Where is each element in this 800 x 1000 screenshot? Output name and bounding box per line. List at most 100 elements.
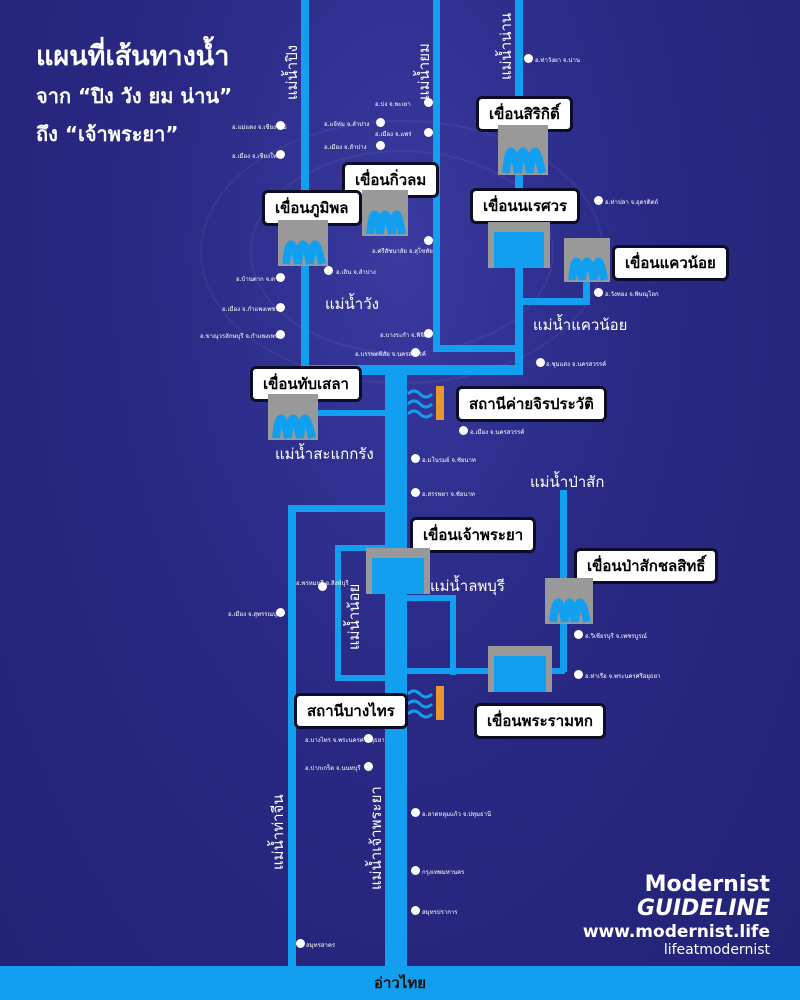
label-ping: แม่น้ำปิง <box>283 44 301 100</box>
district-label: อ.บางระกำ จ.พิจิตร <box>380 332 431 339</box>
dam-icon <box>278 220 328 266</box>
district-label: อ.ท่าเรือ จ.พระนครศรีอยุธยา <box>585 673 661 680</box>
district-dot <box>536 358 545 367</box>
district-label: อ.พรหมบุรี จ.สิงห์บุรี <box>296 580 349 587</box>
district-dot <box>411 348 420 357</box>
label-tha-chin: แม่น้ำท่าจีน <box>269 794 287 870</box>
station-khai-chira: สถานีค่ายจิรประวัติ <box>456 386 607 422</box>
label-sakae-krang: แม่น้ำสะแกกรัง <box>275 445 374 463</box>
brand-sub: GUIDELINE <box>636 896 770 921</box>
district-label: อ.เมือง จ.เชียงใหม่ <box>232 153 281 160</box>
gate-dam-icon <box>366 548 430 594</box>
dam-icon <box>268 394 318 440</box>
district-dot <box>376 141 385 150</box>
district-label: อ.มโนรมย์ จ.ชัยนาท <box>422 457 476 464</box>
district-dot <box>364 762 373 771</box>
district-dot <box>276 303 285 312</box>
district-dot <box>524 54 533 63</box>
district-label: อ.ปากเกร็ด จ.นนทบุรี <box>305 765 361 772</box>
label-yom: แม่น้ำยม <box>415 43 433 100</box>
district-dot <box>364 734 373 743</box>
station-icon <box>408 686 444 720</box>
district-label: อ.ปง จ.พะเยา <box>375 101 411 108</box>
district-label: อ.สรรพยา จ.ชัยนาท <box>422 491 475 498</box>
river-lop-buri-top <box>405 595 455 601</box>
district-label: อ.ศรีสัชนาลัย จ.สุโขทัย <box>372 248 433 255</box>
district-label: อ.บ้านตาก จ.ตาก <box>236 276 282 283</box>
district-label: สมุทรปราการ <box>422 909 458 916</box>
district-dot <box>411 488 420 497</box>
district-label: อ.ขาณุวรลักษบุรี จ.กำแพงเพชร <box>200 333 282 340</box>
district-label: สมุทรสาคร <box>306 942 336 949</box>
district-label: อ.ลาดหลุมแก้ว จ.ปทุมธานี <box>422 811 492 818</box>
dam-icon <box>564 238 610 282</box>
river-sakae-krang <box>298 410 388 416</box>
dam-chao-phraya: เขื่อนเจ้าพระยา <box>410 517 537 553</box>
district-dot <box>424 128 433 137</box>
district-label: อ.บรรพตพิสัย จ.นครสวรรค์ <box>355 351 426 358</box>
district-dot <box>318 582 327 591</box>
gate-dam-icon <box>488 646 552 692</box>
district-label: อ.แม่แตง จ.เชียงใหม่ <box>232 124 287 131</box>
district-label: อ.บางไทร จ.พระนครศรีอยุธยา <box>305 737 385 744</box>
river-noi-top <box>335 545 385 551</box>
district-label: อ.วิเชียรบุรี จ.เพชรบูรณ์ <box>585 633 648 640</box>
district-label: อ.แจ้ห่ม จ.ลำปาง <box>324 121 370 128</box>
map-subtitle-2: ถึง “เจ้าพระยา” <box>36 122 179 146</box>
river-noi-bottom <box>335 675 387 681</box>
station-bang-sai: สถานีบางไทร <box>294 693 408 729</box>
district-dot <box>594 196 603 205</box>
district-dot <box>276 150 285 159</box>
district-dot <box>574 670 583 679</box>
district-label: อ.เมือง จ.กำแพงเพชร <box>222 306 279 313</box>
gate-dam-icon <box>488 222 550 268</box>
map-subtitle-1: จาก “ปิง วัง ยม น่าน” <box>36 84 233 108</box>
station-icon <box>408 386 444 420</box>
district-label: อ.เมือง จ.นครสวรรค์ <box>470 429 525 436</box>
district-label: อ.ท่าปลา จ.อุตรดิตถ์ <box>605 199 659 206</box>
district-label: อ.เมือง จ.สุพรรณบุรี <box>228 611 281 618</box>
district-label: อ.ท่าวังผา จ.น่าน <box>535 57 580 64</box>
label-lop-buri: แม่น้ำลพบุรี <box>430 577 505 595</box>
dam-naresuan: เขื่อนนเรศวร <box>470 188 581 224</box>
brand-name: Modernist <box>644 872 770 897</box>
river-confluence <box>301 365 523 375</box>
map-title: แผนที่เส้นทางน้ำ <box>36 41 230 72</box>
dam-pa-sak: เขื่อนป่าสักชลสิทธิ์ <box>574 548 719 584</box>
label-chao-phraya: แม่น้ำเจ้าพระยา <box>367 786 385 890</box>
dam-rama6: เขื่อนพระรามหก <box>474 703 606 739</box>
brand-social: lifeatmodernist <box>663 942 770 958</box>
district-dot <box>594 288 603 297</box>
district-dot <box>411 906 420 915</box>
district-dot <box>424 236 433 245</box>
district-dot <box>276 121 285 130</box>
river-pa-sak-join <box>405 668 565 674</box>
label-khwae-noi: แม่น้ำแควน้อย <box>533 316 628 334</box>
label-pa-sak: แม่น้ำป่าสัก <box>530 473 605 491</box>
district-dot <box>424 98 433 107</box>
river-khwae-noi-h <box>520 298 590 305</box>
river-nan <box>515 0 523 370</box>
label-noi: แม่น้ำน้อย <box>345 583 363 650</box>
district-dot <box>276 273 285 282</box>
district-dot <box>411 454 420 463</box>
district-dot <box>276 608 285 617</box>
river-chao-phraya <box>385 368 407 968</box>
district-label: อ.เมือง จ.แพร่ <box>375 131 412 138</box>
district-label: อ.เถิน จ.ลำปาง <box>336 269 376 276</box>
district-label: กรุงเทพมหานคร <box>422 869 465 876</box>
district-label: อ.เมือง จ.ลำปาง <box>324 144 367 151</box>
dam-icon <box>362 190 408 236</box>
river-lop-buri <box>450 595 456 675</box>
district-label: อ.ชุมแสง จ.นครสวรรค์ <box>546 361 607 368</box>
river-noi <box>335 545 341 680</box>
dam-khwae-noi: เขื่อนแควน้อย <box>612 245 729 281</box>
river-tha-chin-top <box>288 505 388 512</box>
gulf-of-thailand: อ่าวไทย <box>0 966 800 1000</box>
district-dot <box>424 329 433 338</box>
district-dot <box>411 866 420 875</box>
brand-site: www.modernist.life <box>582 922 770 942</box>
river-yom-join <box>435 345 520 352</box>
label-nan: แม่น้ำน่าน <box>497 12 515 80</box>
